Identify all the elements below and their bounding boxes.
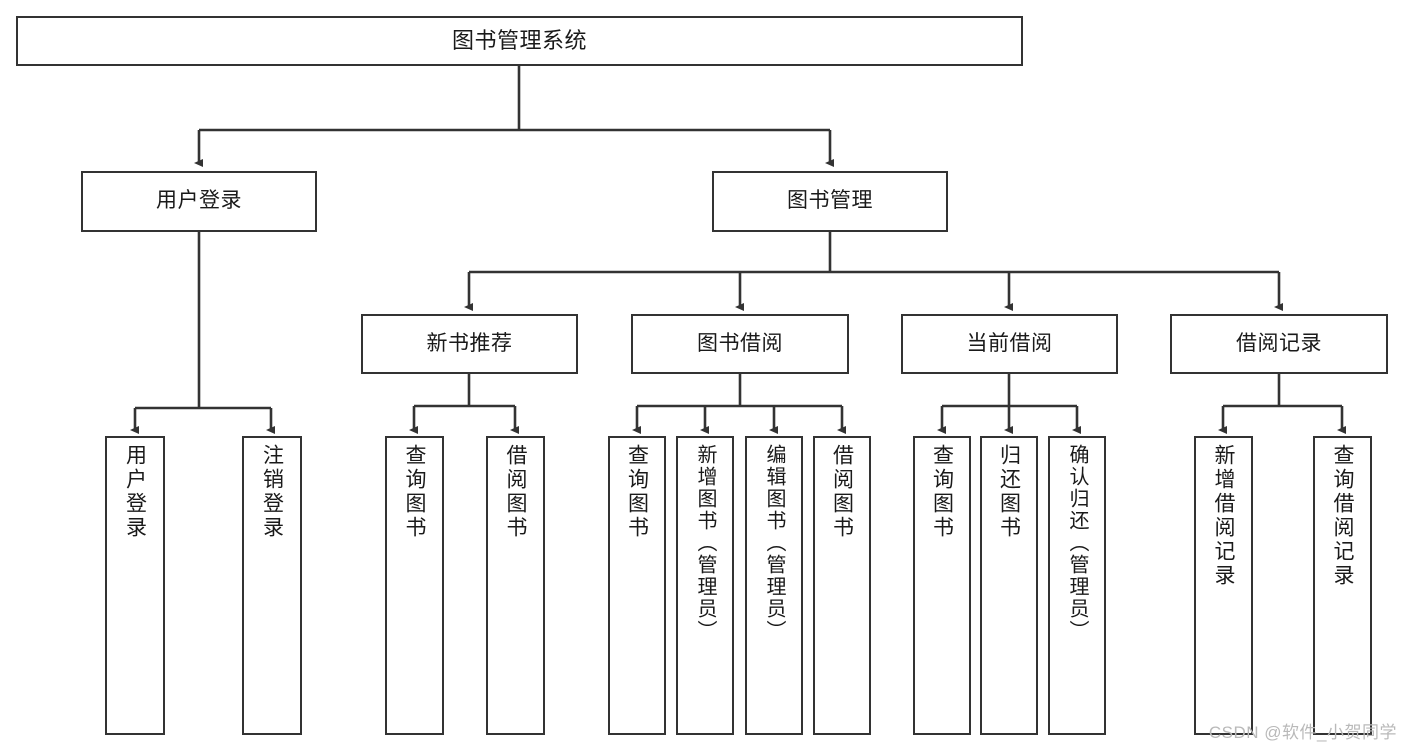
node-label: 图书借阅: [697, 331, 783, 355]
watermark: CSDN @软件_小贺同学: [1208, 723, 1397, 742]
node-label: 图书管理系统: [451, 28, 587, 54]
node-label: 查询图书: [625, 444, 649, 540]
node-label: 新增借阅记录: [1212, 444, 1235, 588]
node-label: 用户登录: [156, 189, 242, 213]
node-label: 当前借阅: [966, 331, 1053, 355]
node-label: 查询图书: [403, 444, 426, 540]
node-label: 图书管理: [787, 189, 873, 213]
leaf-record-add-record[interactable]: 新增借阅记录: [1194, 436, 1253, 735]
node-borrow-record[interactable]: 借阅记录: [1170, 314, 1388, 374]
node-label: 注销登录: [260, 444, 284, 540]
leaf-current-confirm-return-admin[interactable]: 确认归还（管理员）: [1048, 436, 1106, 735]
leaf-borrow-borrow-book[interactable]: 借阅图书: [813, 436, 871, 735]
node-current-borrow[interactable]: 当前借阅: [901, 314, 1118, 374]
leaf-borrow-add-book-admin[interactable]: 新增图书（管理员）: [676, 436, 734, 735]
node-label: 确认归还（管理员）: [1066, 444, 1088, 642]
leaf-borrow-query-book[interactable]: 查询图书: [608, 436, 666, 735]
node-label: 归还图书: [997, 444, 1021, 540]
node-label: 编辑图书（管理员）: [763, 444, 785, 642]
node-label: 借阅记录: [1236, 331, 1322, 355]
node-book-management[interactable]: 图书管理: [712, 171, 948, 232]
node-label: 新书推荐: [426, 331, 513, 355]
leaf-recommend-borrow-book[interactable]: 借阅图书: [486, 436, 545, 735]
node-user-login[interactable]: 用户登录: [81, 171, 317, 232]
leaf-user-login-login[interactable]: 用户登录: [105, 436, 165, 735]
leaf-recommend-query-book[interactable]: 查询图书: [385, 436, 444, 735]
leaf-current-query-book[interactable]: 查询图书: [913, 436, 971, 735]
node-label: 借阅图书: [830, 444, 854, 540]
node-label: 新增图书（管理员）: [694, 444, 716, 642]
node-book-borrow[interactable]: 图书借阅: [631, 314, 849, 374]
leaf-user-login-logout[interactable]: 注销登录: [242, 436, 302, 735]
leaf-record-query-record[interactable]: 查询借阅记录: [1313, 436, 1372, 735]
node-new-book-recommend[interactable]: 新书推荐: [361, 314, 578, 374]
leaf-current-return-book[interactable]: 归还图书: [980, 436, 1038, 735]
node-label: 借阅图书: [504, 444, 527, 540]
node-label: 用户登录: [123, 444, 147, 540]
node-label: 查询图书: [930, 444, 954, 540]
leaf-borrow-edit-book-admin[interactable]: 编辑图书（管理员）: [745, 436, 803, 735]
node-label: 查询借阅记录: [1331, 444, 1354, 588]
node-root-system[interactable]: 图书管理系统: [16, 16, 1023, 66]
